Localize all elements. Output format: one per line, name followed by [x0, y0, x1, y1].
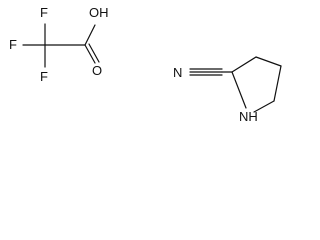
label-nh: NH: [239, 109, 258, 124]
bond-ring-n-c2: [231, 71, 247, 109]
trifluoroacetic-acid: F F F OH O: [9, 5, 109, 84]
label-f-top: F: [40, 5, 48, 20]
chemical-structure-diagram: F F F OH O N NH: [9, 5, 282, 124]
bond-ring-c5-n: [253, 100, 275, 113]
label-o: O: [92, 63, 102, 78]
bond-ring-c3-c4: [255, 56, 282, 67]
label-nitrile-n: N: [173, 65, 182, 80]
chemical-structure-canvas: F F F OH O N NH: [9, 5, 282, 124]
bond-ring-c2-c3: [231, 56, 257, 73]
label-oh: OH: [89, 5, 109, 20]
label-f-bottom: F: [40, 69, 48, 84]
bond-ring-c4-c5: [273, 65, 282, 102]
bond-c-o-double-1: [84, 44, 96, 64]
pyrrolidine-2-carbonitrile: N NH: [173, 56, 282, 124]
bond-c-oh: [84, 24, 96, 46]
label-f-left: F: [9, 37, 17, 52]
bond-c-o-double-2: [88, 43, 100, 63]
